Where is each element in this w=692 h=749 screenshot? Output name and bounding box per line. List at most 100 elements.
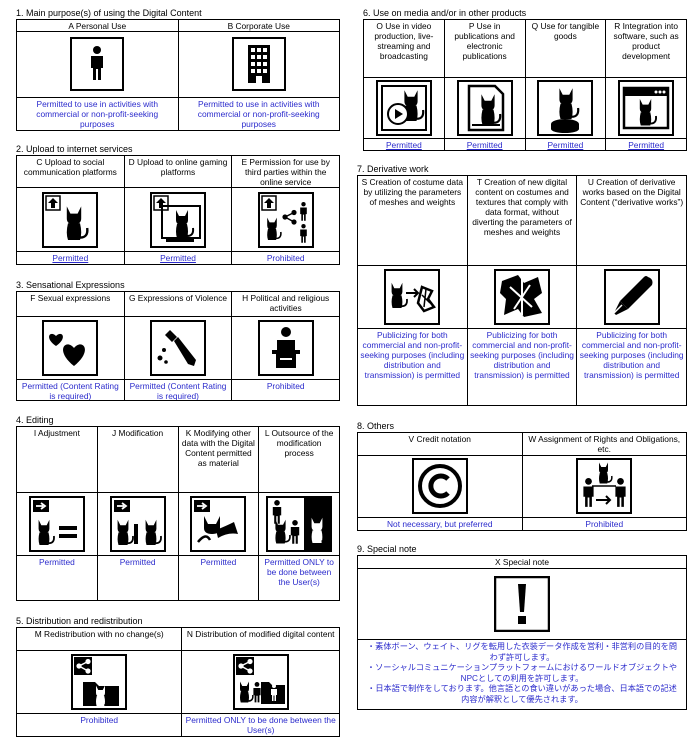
note-line: ・日本語で制作をしております。他言語との食い違いがあった場合、日本語での記述内容… xyxy=(367,684,677,704)
section-media-products: 6. Use on media and/or in other products… xyxy=(363,8,687,151)
upload-social-icon xyxy=(42,191,99,248)
item-rights-assignment: W Assignment of Rights and Obligations, … xyxy=(521,433,686,530)
outsource-icon xyxy=(266,495,333,552)
section-title: 3. Sensational Expressions xyxy=(16,280,125,290)
section-sensational: 3. Sensational Expressions F Sexual expr… xyxy=(16,280,340,401)
item-modify-other-data: K Modifying other data with the Digital … xyxy=(177,427,259,600)
figure-goods-icon xyxy=(537,80,594,137)
item-status: Prohibited xyxy=(266,253,305,264)
item-icon-box xyxy=(17,30,178,98)
section-special-note: 9. Special note X Special note ・素体ボーン、ウェ… xyxy=(357,544,687,710)
section-title: 7. Derivative work xyxy=(357,164,429,174)
item-header: F Sexual expressions xyxy=(30,293,111,303)
item-header: E Permission for use by third parties wi… xyxy=(241,157,330,187)
item-icon-box xyxy=(17,315,124,381)
hearts-icon xyxy=(42,319,99,376)
item-status: Not necessary, but preferred xyxy=(386,519,493,530)
item-status: Publicizing for both commercial and non-… xyxy=(470,329,574,380)
item-status: Permitted to use in activities with comm… xyxy=(197,98,320,129)
section-title: 2. Upload to internet services xyxy=(16,144,133,154)
item-status: Prohibited xyxy=(585,519,624,530)
item-icon-box xyxy=(178,30,339,98)
item-header: S Creation of costume data by utilizing … xyxy=(361,177,464,207)
item-icon-box xyxy=(358,454,522,519)
item-status: Permitted xyxy=(52,253,89,264)
podium-icon xyxy=(257,319,314,376)
item-political-religious: H Political and religious activities Pro… xyxy=(231,292,340,400)
person-icon xyxy=(70,37,125,92)
note-line: ・素体ボーン、ウェイト、リグを転用した衣装データ作成を営利・非営利の目的を問わず… xyxy=(366,642,678,662)
item-publications: P Use in publications and electronic pub… xyxy=(443,20,525,150)
item-status: Permitted to use in activities with comm… xyxy=(36,98,159,129)
item-header: D Upload to online gaming platforms xyxy=(128,157,228,177)
item-status: Permitted xyxy=(547,140,584,150)
item-header: W Assignment of Rights and Obligations, … xyxy=(528,434,681,454)
item-icon-box xyxy=(182,649,339,715)
item-icon-box xyxy=(232,315,340,381)
costume-texture-icon xyxy=(494,268,550,325)
note-line: ・ソーシャルコミュニケーションプラットフォームにおけるワールドオブジェクトやNP… xyxy=(366,663,678,683)
item-upload-social: C Upload to social communication platfor… xyxy=(17,156,124,264)
item-status: Permitted xyxy=(119,556,156,567)
section-editing: 4. Editing I Adjustment Permitted J Modi… xyxy=(16,415,340,601)
upload-gaming-icon xyxy=(150,191,206,248)
section-derivative-work: 7. Derivative work S Creation of costume… xyxy=(357,164,687,406)
item-header: X Special note xyxy=(358,556,686,569)
exclamation-icon xyxy=(494,576,550,632)
item-status: Prohibited xyxy=(80,715,119,726)
pen-nib-icon xyxy=(603,268,660,325)
item-status: Permitted ONLY to be done between the Us… xyxy=(264,556,334,587)
item-outsource-modification: L Outsource of the modification process … xyxy=(258,427,339,600)
item-personal-use: A Personal Use Permitted to use in activ… xyxy=(17,20,178,130)
item-derivative-works: U Creation of derivative works based on … xyxy=(576,176,687,405)
item-icon-box xyxy=(444,77,525,140)
redistribute-icon xyxy=(71,653,128,710)
section-title: 5. Distribution and redistribution xyxy=(16,616,143,626)
item-video-production: O Use in video production, live-streamin… xyxy=(364,20,444,150)
item-credit-notation: V Credit notation Not necessary, but pre… xyxy=(358,433,522,530)
item-icon-box xyxy=(124,187,232,253)
item-icon-box xyxy=(522,454,686,519)
item-header: P Use in publications and electronic pub… xyxy=(454,21,515,61)
building-icon xyxy=(231,37,286,92)
modify-other-data-icon xyxy=(190,495,247,552)
item-header: M Redistribution with no change(s) xyxy=(34,629,164,639)
item-icon-box xyxy=(364,77,444,140)
item-header: T Creation of new digital content on cos… xyxy=(472,177,572,237)
item-header: I Adjustment xyxy=(33,428,80,438)
item-header: Q Use for tangible goods xyxy=(531,21,600,41)
item-tangible-goods: Q Use for tangible goods Permitted xyxy=(524,20,606,150)
adjustment-icon xyxy=(28,495,85,552)
item-icon-box xyxy=(124,315,232,381)
item-distribution-modified: N Distribution of modified digital conte… xyxy=(181,628,339,736)
item-icon-box xyxy=(606,77,686,140)
section-others: 8. Others V Credit notation Not necessar… xyxy=(357,421,687,531)
item-icon-box xyxy=(232,187,340,253)
item-header: H Political and religious activities xyxy=(242,293,330,313)
item-status: Permitted (Content Rating is required) xyxy=(21,381,119,400)
item-icon-box xyxy=(358,569,686,640)
item-header: R Integration into software, such as pro… xyxy=(613,21,679,61)
item-corporate-use: B Corporate Use Permitted to use in acti… xyxy=(177,20,339,130)
item-modification: J Modification Permitted xyxy=(96,427,178,600)
section-title: 4. Editing xyxy=(16,415,54,425)
item-icon-box xyxy=(467,265,577,329)
item-icon-box xyxy=(178,492,259,556)
item-header: J Modification xyxy=(112,428,164,438)
item-header: N Distribution of modified digital conte… xyxy=(186,629,335,639)
item-icon-box xyxy=(17,492,97,556)
item-header: B Corporate Use xyxy=(227,21,290,31)
section-main-purpose: 1. Main purpose(s) of using the Digital … xyxy=(16,8,340,131)
item-status: Publicizing for both commercial and non-… xyxy=(579,329,684,380)
item-icon-box xyxy=(259,492,339,556)
item-software-integration: R Integration into software, such as pro… xyxy=(605,20,686,150)
item-third-party-use: E Permission for use by third parties wi… xyxy=(231,156,340,264)
item-status: Permitted xyxy=(466,140,503,150)
distribute-modified-icon xyxy=(232,653,289,710)
item-costume-mesh: S Creation of costume data by utilizing … xyxy=(358,176,467,405)
item-costume-texture: T Creation of new digital content on cos… xyxy=(466,176,577,405)
section-title: 8. Others xyxy=(357,421,395,431)
publication-icon xyxy=(456,80,513,137)
item-status: Permitted xyxy=(200,556,237,567)
section-title: 9. Special note xyxy=(357,544,417,554)
